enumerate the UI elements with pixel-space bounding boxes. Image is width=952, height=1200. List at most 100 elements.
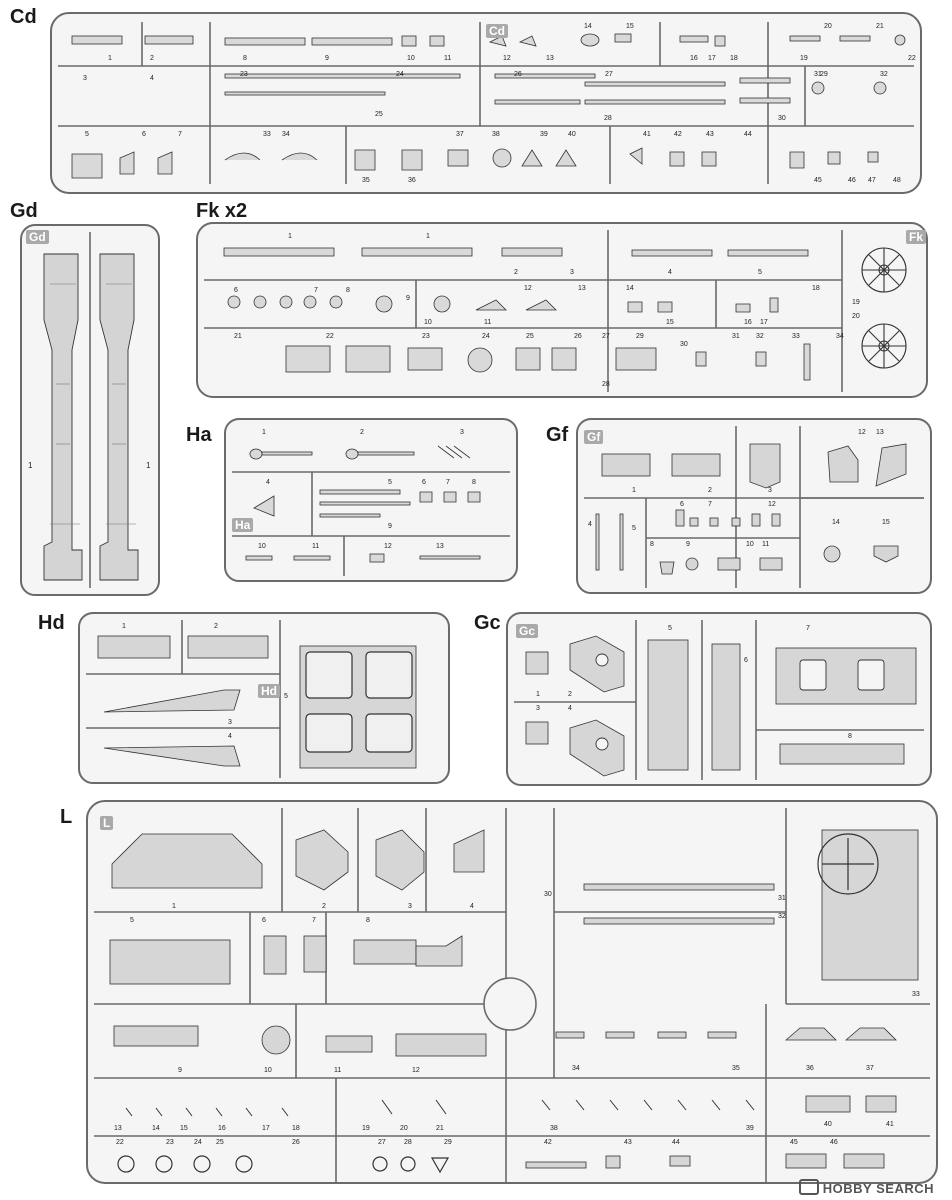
svg-text:16: 16 xyxy=(744,319,752,326)
svg-text:21: 21 xyxy=(436,1125,444,1132)
svg-text:5: 5 xyxy=(85,131,89,138)
svg-text:17: 17 xyxy=(262,1125,270,1132)
svg-text:19: 19 xyxy=(800,55,808,62)
svg-text:1: 1 xyxy=(288,233,292,240)
svg-text:21: 21 xyxy=(234,333,242,340)
sprue-tag-cd: Cd xyxy=(486,24,508,38)
svg-text:25: 25 xyxy=(375,111,383,118)
svg-text:8: 8 xyxy=(848,733,852,740)
svg-text:1: 1 xyxy=(426,233,430,240)
svg-text:12: 12 xyxy=(503,55,511,62)
svg-text:2: 2 xyxy=(708,487,712,494)
sprue-tag-gf: Gf xyxy=(584,430,604,444)
svg-text:39: 39 xyxy=(746,1125,754,1132)
svg-text:22: 22 xyxy=(116,1139,124,1146)
svg-text:47: 47 xyxy=(868,177,876,184)
svg-text:27: 27 xyxy=(602,333,610,340)
svg-text:33: 33 xyxy=(263,131,271,138)
svg-text:30: 30 xyxy=(778,115,786,122)
svg-text:14: 14 xyxy=(832,519,840,526)
svg-text:6: 6 xyxy=(680,501,684,508)
svg-text:40: 40 xyxy=(824,1121,832,1128)
svg-text:4: 4 xyxy=(228,733,232,740)
svg-text:32: 32 xyxy=(756,333,764,340)
svg-text:35: 35 xyxy=(362,177,370,184)
svg-text:41: 41 xyxy=(643,131,651,138)
svg-text:8: 8 xyxy=(366,917,370,924)
sprue-title-gc: Gc xyxy=(474,612,501,634)
svg-text:35: 35 xyxy=(732,1065,740,1072)
svg-text:7: 7 xyxy=(314,287,318,294)
svg-text:21: 21 xyxy=(876,23,884,30)
svg-text:28: 28 xyxy=(602,381,610,388)
svg-text:7: 7 xyxy=(446,479,450,486)
svg-text:2: 2 xyxy=(568,691,572,698)
svg-text:10: 10 xyxy=(258,543,266,550)
sprue-tag-hd: Hd xyxy=(258,684,280,698)
svg-text:32: 32 xyxy=(778,913,786,920)
svg-text:27: 27 xyxy=(605,71,613,78)
svg-text:12: 12 xyxy=(524,285,532,292)
svg-text:39: 39 xyxy=(540,131,548,138)
svg-text:1: 1 xyxy=(146,461,151,470)
svg-text:11: 11 xyxy=(444,55,451,62)
svg-text:14: 14 xyxy=(626,285,634,292)
svg-text:29: 29 xyxy=(636,333,644,340)
svg-text:11: 11 xyxy=(484,319,491,326)
svg-text:10: 10 xyxy=(264,1067,272,1074)
svg-text:13: 13 xyxy=(436,543,444,550)
svg-text:28: 28 xyxy=(404,1139,412,1146)
svg-text:23: 23 xyxy=(422,333,430,340)
svg-text:10: 10 xyxy=(746,541,754,548)
svg-text:3: 3 xyxy=(408,903,412,910)
svg-text:7: 7 xyxy=(178,131,182,138)
svg-text:6: 6 xyxy=(234,287,238,294)
svg-text:17: 17 xyxy=(708,55,716,62)
svg-text:23: 23 xyxy=(166,1139,174,1146)
watermark-text: HOBBY SEARCH xyxy=(822,1181,934,1196)
svg-text:3: 3 xyxy=(228,719,232,726)
svg-text:46: 46 xyxy=(830,1139,838,1146)
svg-text:15: 15 xyxy=(180,1125,188,1132)
svg-text:30: 30 xyxy=(544,891,552,898)
svg-text:1: 1 xyxy=(632,487,636,494)
svg-text:3: 3 xyxy=(768,487,772,494)
svg-text:3: 3 xyxy=(83,75,87,82)
svg-text:3: 3 xyxy=(570,269,574,276)
svg-text:13: 13 xyxy=(546,55,554,62)
svg-text:10: 10 xyxy=(407,55,415,62)
svg-text:45: 45 xyxy=(814,177,822,184)
hobby-search-logo-icon xyxy=(798,1179,819,1195)
svg-text:29: 29 xyxy=(820,71,828,78)
svg-text:4: 4 xyxy=(568,705,572,712)
svg-text:48: 48 xyxy=(893,177,901,184)
svg-text:1: 1 xyxy=(172,903,176,910)
svg-text:5: 5 xyxy=(758,269,762,276)
svg-text:10: 10 xyxy=(424,319,432,326)
svg-text:7: 7 xyxy=(806,625,810,632)
svg-text:22: 22 xyxy=(326,333,334,340)
svg-text:42: 42 xyxy=(674,131,682,138)
svg-text:34: 34 xyxy=(836,333,844,340)
svg-text:6: 6 xyxy=(744,657,748,664)
svg-text:11: 11 xyxy=(334,1067,341,1074)
sprue-tag-gd: Gd xyxy=(26,230,49,244)
svg-text:13: 13 xyxy=(114,1125,122,1132)
svg-text:9: 9 xyxy=(178,1067,182,1074)
svg-text:17: 17 xyxy=(760,319,768,326)
svg-text:5: 5 xyxy=(668,625,672,632)
svg-text:42: 42 xyxy=(544,1139,552,1146)
svg-text:24: 24 xyxy=(194,1139,202,1146)
svg-text:28: 28 xyxy=(604,115,612,122)
svg-text:20: 20 xyxy=(400,1125,408,1132)
svg-text:32: 32 xyxy=(880,71,888,78)
svg-text:40: 40 xyxy=(568,131,576,138)
svg-text:4: 4 xyxy=(588,521,592,528)
svg-text:37: 37 xyxy=(456,131,464,138)
sprue-title-ha: Ha xyxy=(186,424,212,446)
